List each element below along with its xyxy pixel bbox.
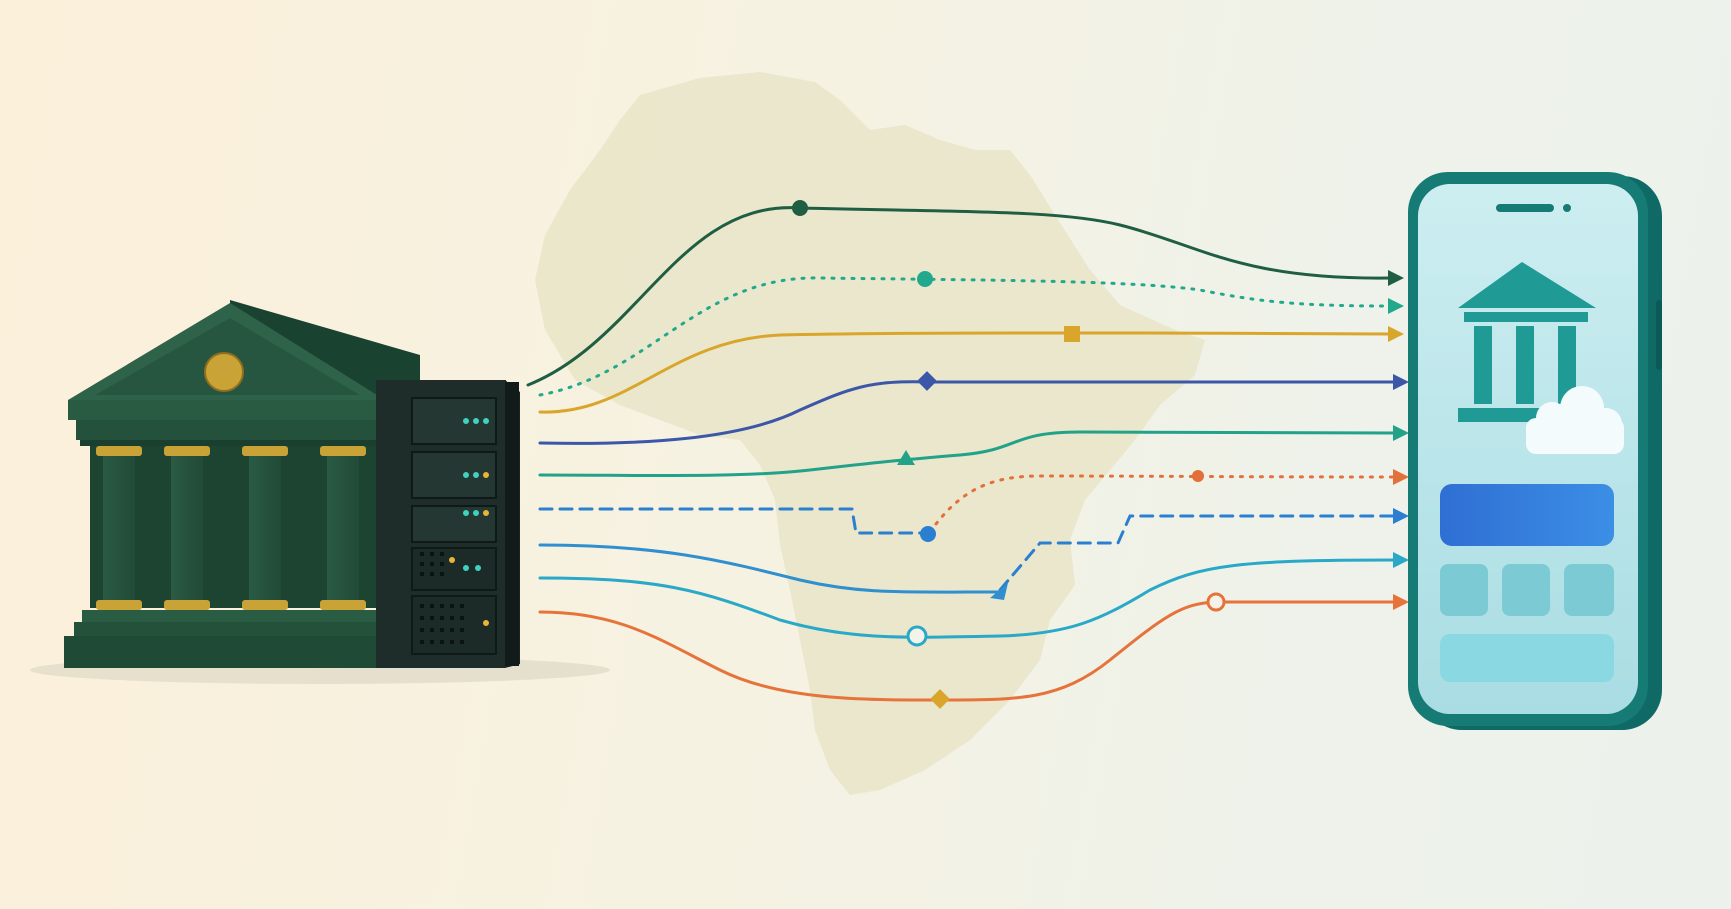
flow-arrowheads bbox=[1388, 270, 1409, 610]
flow-5-marker-triangle bbox=[897, 450, 915, 465]
flow-1-arrowhead bbox=[1388, 270, 1404, 286]
server-units bbox=[411, 397, 497, 655]
flow-11-marker-diamond bbox=[930, 689, 950, 709]
phone-speaker bbox=[1496, 204, 1554, 212]
flow-7-marker-dot bbox=[920, 526, 936, 542]
flow-4-arrowhead bbox=[1393, 374, 1409, 390]
server-leds bbox=[449, 418, 489, 626]
phone-tile-2[interactable] bbox=[1502, 564, 1550, 616]
flow-9-line bbox=[538, 558, 1397, 639]
cloud-icon bbox=[1526, 386, 1624, 454]
phone-primary-button[interactable] bbox=[1440, 484, 1614, 546]
flow-5-line bbox=[538, 430, 1397, 478]
flow-4-marker-diamond bbox=[917, 371, 937, 391]
server-grilles bbox=[420, 552, 464, 644]
phone-side-button bbox=[1656, 300, 1662, 370]
flow-4-line bbox=[538, 380, 1397, 445]
flow-6-arrowhead bbox=[1393, 469, 1409, 485]
flow-7-arrowhead bbox=[1393, 508, 1409, 524]
flow-7-line bbox=[538, 507, 932, 535]
flow-10-marker-ring bbox=[1206, 592, 1226, 612]
flow-3-marker-square bbox=[1064, 326, 1080, 342]
server-rack-icon bbox=[376, 380, 520, 668]
gold-medallion bbox=[204, 352, 244, 392]
phone-tile-3[interactable] bbox=[1564, 564, 1614, 616]
flow-9-arrowhead bbox=[1393, 552, 1409, 568]
flow-8-line bbox=[538, 543, 1002, 594]
flow-9-marker-ring bbox=[906, 625, 928, 647]
flow-8-marker-arrowhead bbox=[990, 583, 1008, 600]
phone-camera bbox=[1563, 204, 1571, 212]
flow-6-line bbox=[928, 474, 1397, 534]
smartphone-icon bbox=[1408, 172, 1662, 730]
flow-6-marker-dot bbox=[1192, 470, 1204, 482]
africa-continent-map bbox=[535, 72, 1205, 795]
flow-1-marker-dot bbox=[792, 200, 808, 216]
phone-wide-bar[interactable] bbox=[1440, 634, 1614, 682]
flow-markers bbox=[792, 200, 1226, 709]
flow-3-line bbox=[538, 331, 1392, 414]
phone-tile-1[interactable] bbox=[1440, 564, 1488, 616]
flow-10-line bbox=[538, 600, 1397, 702]
flow-7b-line bbox=[998, 514, 1397, 592]
connection-lines bbox=[526, 206, 1397, 702]
flow-10-arrowhead bbox=[1393, 594, 1409, 610]
bank-building-icon bbox=[64, 300, 420, 668]
flow-2-line bbox=[538, 276, 1392, 397]
flow-2-marker-dot bbox=[917, 271, 933, 287]
bank-columns bbox=[96, 446, 366, 610]
flow-2-arrowhead bbox=[1388, 298, 1404, 314]
flow-1-line bbox=[526, 206, 1392, 387]
flow-5-arrowhead bbox=[1393, 425, 1409, 441]
flow-3-arrowhead bbox=[1388, 326, 1404, 342]
